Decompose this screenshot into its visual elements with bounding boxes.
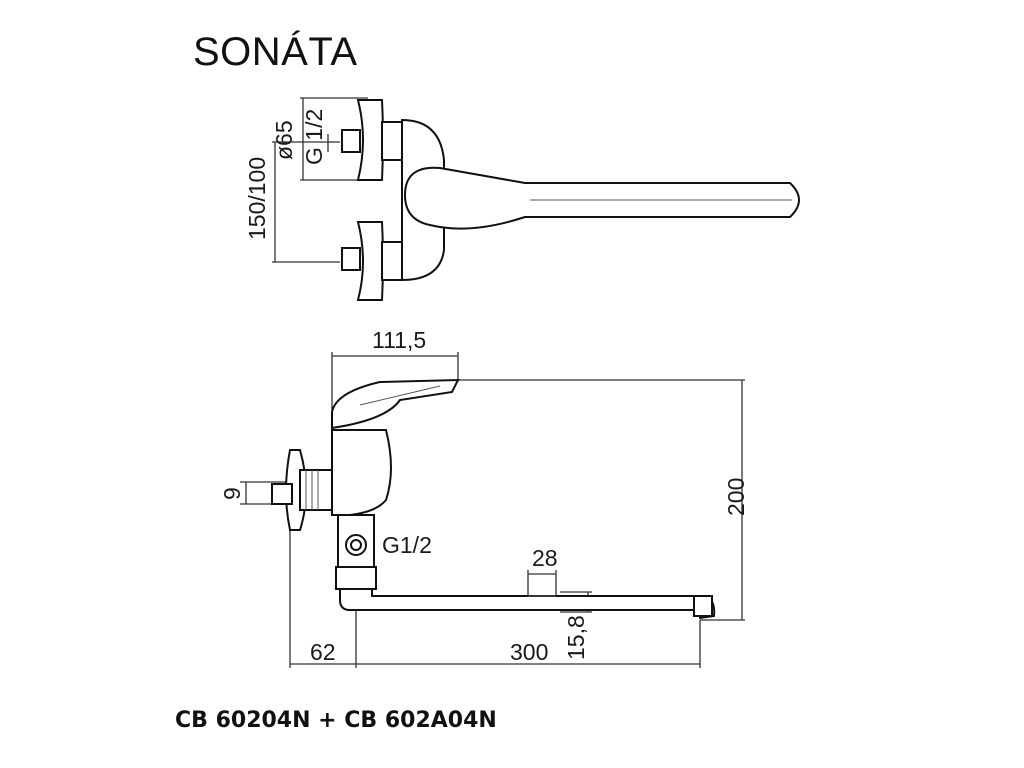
side-view bbox=[240, 352, 745, 668]
dim-28: 28 bbox=[532, 545, 558, 571]
dim-spacing: 150/100 bbox=[244, 157, 270, 240]
top-view bbox=[272, 97, 800, 301]
dim-300: 300 bbox=[510, 639, 548, 665]
dim-62: 62 bbox=[310, 639, 336, 665]
dim-thread-side: G1/2 bbox=[382, 532, 432, 558]
dim-height-200: 200 bbox=[723, 478, 749, 516]
dim-dia-65: ø65 bbox=[271, 120, 297, 160]
dim-thread-top: G 1/2 bbox=[301, 109, 327, 165]
model-code: CB 60204N + CB 602A04N bbox=[175, 708, 497, 733]
dim-9: 9 bbox=[219, 487, 245, 500]
dim-width-111: 111,5 bbox=[372, 327, 426, 353]
product-title: SONÁTA bbox=[193, 30, 358, 74]
dim-15: 15,8 bbox=[563, 615, 589, 660]
